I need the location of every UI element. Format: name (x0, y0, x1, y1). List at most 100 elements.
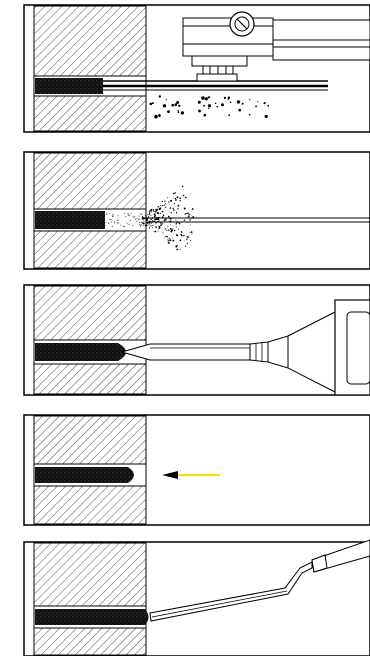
spray-particle (189, 219, 191, 221)
spray-particle (164, 219, 166, 221)
dust-particle (255, 106, 257, 108)
spray-particle (172, 208, 173, 209)
spray-particle (114, 221, 115, 222)
wall-block (34, 543, 146, 655)
spray-particle (163, 214, 165, 216)
spray-particle (190, 240, 191, 241)
spray-particle (155, 222, 156, 223)
spray-particle (169, 239, 171, 241)
spray-particle (113, 216, 114, 217)
spray-particle (190, 224, 191, 225)
dust-particle (201, 96, 205, 100)
spray-particle (153, 209, 154, 210)
spray-particle (149, 214, 150, 215)
spray-particle (139, 222, 140, 223)
spray-particle (158, 221, 159, 222)
spray-particle (187, 236, 189, 238)
spray-particle (177, 208, 178, 209)
dust-particle (178, 105, 180, 107)
spray-particle (188, 216, 190, 218)
spray-particle (170, 225, 171, 226)
spray-particle (150, 219, 151, 220)
spray-particle (176, 212, 177, 213)
spray-particle (141, 222, 142, 223)
dust-particle (159, 116, 161, 118)
spray-particle (161, 211, 162, 212)
spray-particle (168, 202, 169, 203)
spray-particle (155, 218, 157, 220)
spray-particle (177, 205, 179, 207)
spray-particle (157, 212, 159, 214)
spray-particle (121, 225, 122, 226)
spray-particle (169, 238, 170, 239)
spray-particle (160, 205, 161, 206)
dust-particle (228, 114, 230, 116)
dust-particle (154, 115, 158, 119)
spray-particle (160, 222, 162, 224)
spray-particle (148, 216, 149, 217)
spray-particle (192, 234, 193, 235)
spray-particle (134, 216, 135, 217)
hole-dust (35, 78, 103, 94)
spray-particle (142, 219, 143, 220)
spray-particle (177, 196, 179, 198)
spray-particle (167, 197, 168, 198)
spray-particle (183, 195, 185, 197)
spray-particle (112, 215, 113, 216)
spray-particle (172, 238, 173, 239)
dust-particle (265, 115, 268, 118)
spray-particle (132, 225, 133, 226)
spray-particle (142, 216, 143, 217)
spray-particle (166, 230, 167, 231)
spray-particle (153, 211, 154, 212)
dust-particle (178, 112, 180, 114)
spray-particle (152, 225, 153, 226)
panel-1 (24, 5, 370, 132)
dust-particle (264, 102, 266, 104)
spray-particle (162, 216, 164, 218)
dust-particle (224, 97, 226, 99)
spray-particle (173, 209, 174, 210)
spray-particle (164, 205, 165, 206)
spray-particle (189, 214, 190, 215)
spray-particle (111, 222, 112, 223)
spray-particle (175, 198, 176, 199)
spray-particle (158, 226, 159, 227)
spray-particle (129, 224, 130, 225)
spray-particle (159, 209, 160, 210)
spray-particle (143, 219, 144, 220)
spray-particle (168, 216, 170, 218)
spray-particle (168, 229, 169, 230)
spray-particle (145, 222, 146, 223)
spray-particle (141, 224, 142, 225)
spray-particle (111, 219, 112, 220)
spray-particle (136, 218, 137, 219)
spray-particle (185, 197, 187, 199)
spray-particle (159, 227, 160, 228)
spray-particle (128, 213, 129, 214)
spray-particle (127, 223, 128, 224)
spray-particle (149, 224, 150, 225)
spray-particle (170, 218, 172, 220)
spray-particle (184, 220, 185, 221)
spray-particle (158, 217, 160, 219)
spray-particle (149, 228, 150, 229)
spray-particle (149, 221, 151, 223)
dust-particle (267, 105, 269, 107)
spray-particle (175, 220, 176, 221)
spray-particle (157, 219, 158, 220)
dust-particle (249, 99, 250, 100)
spray-particle (146, 219, 147, 220)
spray-particle (162, 205, 163, 206)
spray-particle (175, 246, 177, 248)
spray-particle (185, 246, 186, 247)
spray-particle (149, 212, 150, 213)
spray-particle (178, 229, 179, 230)
dust-particle (166, 99, 167, 100)
hole-dust (35, 211, 105, 229)
spray-particle (164, 238, 165, 239)
spray-particle (151, 223, 152, 224)
spray-particle (128, 215, 129, 216)
spray-particle (166, 236, 167, 237)
spray-particle (118, 223, 119, 224)
